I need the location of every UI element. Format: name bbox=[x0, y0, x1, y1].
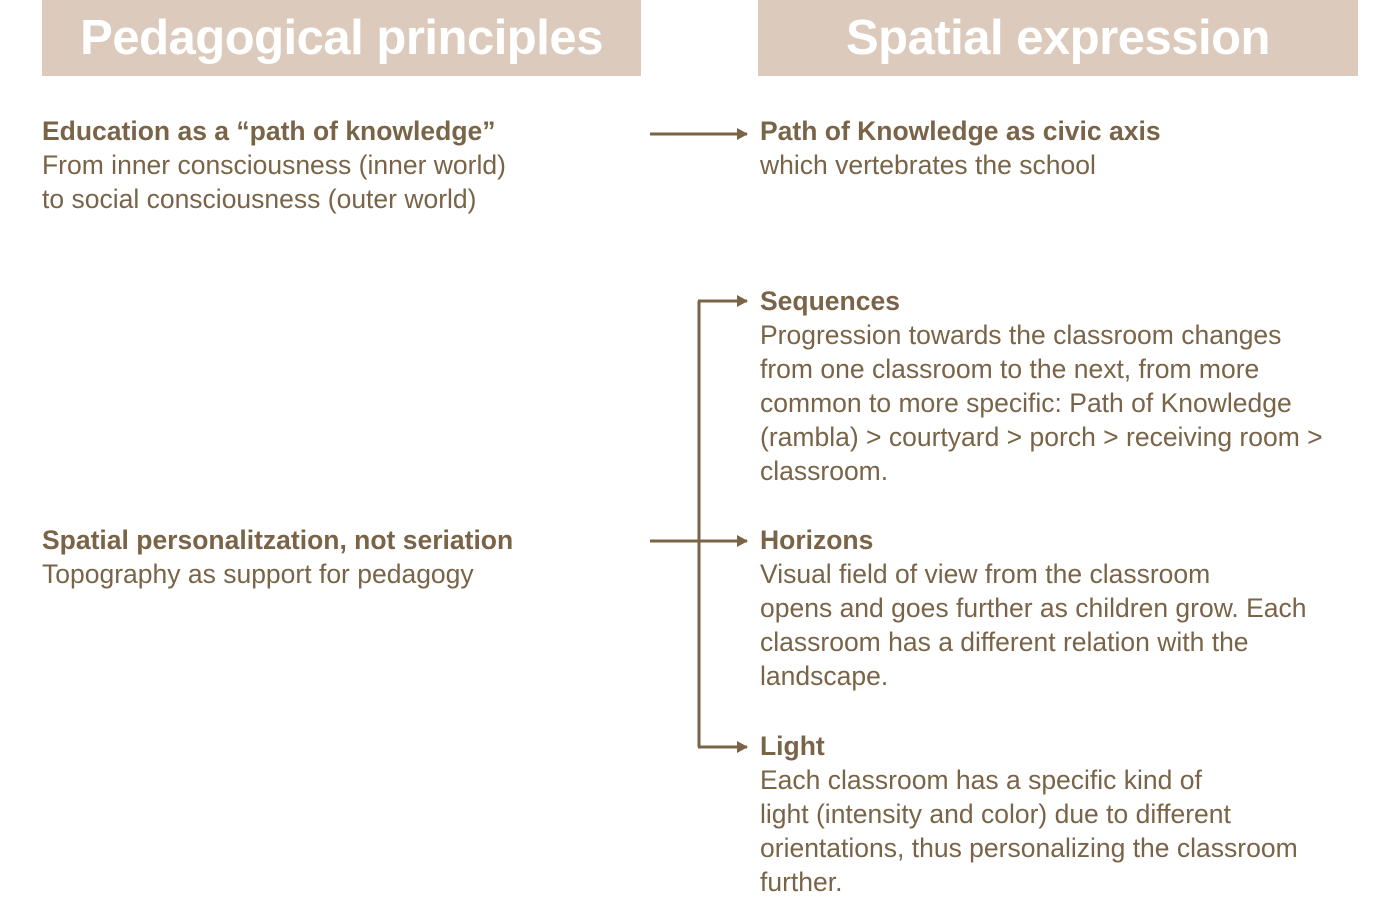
principle-spatial-personalization: Spatial personalitzation, not seriation … bbox=[42, 523, 513, 591]
expression-text-line: landscape. bbox=[760, 661, 889, 691]
expression-text-line: opens and goes further as children grow.… bbox=[760, 593, 1307, 623]
expression-text-line: from one classroom to the next, from mor… bbox=[760, 354, 1260, 384]
expression-civic-axis: Path of Knowledge as civic axis which ve… bbox=[760, 114, 1161, 182]
expression-text-line: common to more specific: Path of Knowled… bbox=[760, 388, 1292, 418]
principle-title: Education as a “path of knowledge” bbox=[42, 116, 496, 146]
expression-title: Sequences bbox=[760, 286, 900, 316]
header-pedagogical-principles: Pedagogical principles bbox=[42, 0, 641, 76]
expression-light: Light Each classroom has a specific kind… bbox=[760, 729, 1298, 899]
expression-horizons: Horizons Visual field of view from the c… bbox=[760, 523, 1307, 693]
expression-sequences: Sequences Progression towards the classr… bbox=[760, 284, 1323, 488]
expression-title: Horizons bbox=[760, 525, 874, 555]
expression-text-line: further. bbox=[760, 867, 843, 897]
expression-text-line: Progression towards the classroom change… bbox=[760, 320, 1282, 350]
expression-text-line: orientations, thus personalizing the cla… bbox=[760, 833, 1298, 863]
principle-title: Spatial personalitzation, not seriation bbox=[42, 525, 514, 555]
expression-text-line: classroom has a different relation with … bbox=[760, 627, 1249, 657]
expression-title: Light bbox=[760, 731, 825, 761]
expression-text-line: (rambla) > courtyard > porch > receiving… bbox=[760, 422, 1323, 452]
expression-text-line: Each classroom has a specific kind of bbox=[760, 765, 1202, 795]
header-spatial-expression: Spatial expression bbox=[758, 0, 1358, 76]
principle-text-line: From inner consciousness (inner world) bbox=[42, 150, 506, 180]
principle-text-line: Topography as support for pedagogy bbox=[42, 559, 474, 589]
principle-text-line: to social consciousness (outer world) bbox=[42, 184, 477, 214]
expression-title: Path of Knowledge as civic axis bbox=[760, 116, 1161, 146]
expression-text-line: light (intensity and color) due to diffe… bbox=[760, 799, 1231, 829]
expression-text-line: which vertebrates the school bbox=[760, 150, 1096, 180]
expression-text-line: Visual field of view from the classroom bbox=[760, 559, 1211, 589]
principle-path-of-knowledge: Education as a “path of knowledge” From … bbox=[42, 114, 506, 216]
expression-text-line: classroom. bbox=[760, 456, 889, 486]
